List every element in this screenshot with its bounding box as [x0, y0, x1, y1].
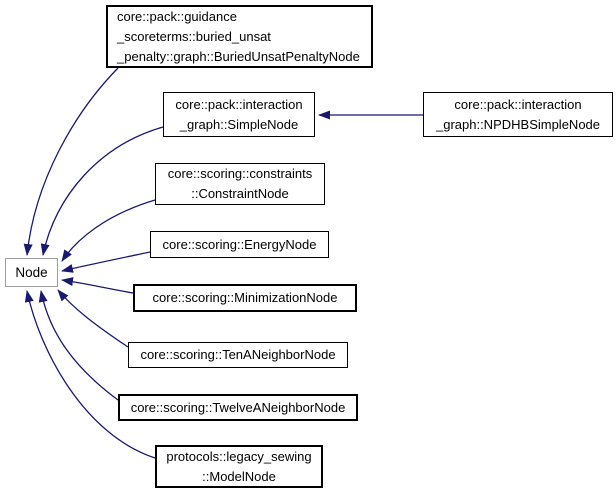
class-label-line: protocols::legacy_sewing [166, 448, 312, 464]
class-box-node: Node [5, 258, 58, 287]
class-box-energynode[interactable]: core::scoring::EnergyNode [150, 231, 329, 258]
class-label-line: ::ModelNode [202, 468, 276, 484]
class-label-line: core::pack::interaction [175, 96, 303, 112]
class-box-modelnode[interactable]: protocols::legacy_sewing ::ModelNode [155, 445, 323, 488]
class-label-line: _graph::NPDHBSimpleNode [435, 116, 601, 132]
class-label-line: _scoreterms::buried_unsat [117, 28, 271, 44]
edge-twelveaneighbornode-to-node [38, 290, 119, 401]
class-box-simplenode[interactable]: core::pack::interaction _graph::SimpleNo… [163, 92, 315, 137]
class-label-line: ::ConstraintNode [191, 186, 289, 201]
class-box-twelveaneighbornode[interactable]: core::scoring::TwelveANeighborNode [118, 394, 358, 421]
edge-minimizationnode-to-node [61, 277, 134, 294]
class-label-line: core::scoring::constraints [167, 166, 313, 181]
class-box-constraintnode[interactable]: core::scoring::constraints ::ConstraintN… [155, 163, 325, 205]
class-label-line: core::scoring::TenANeighborNode [140, 347, 336, 362]
class-box-buriedunsatpenaltynode[interactable]: core::pack::guidance _scoreterms::buried… [106, 5, 373, 68]
edge-modelnode-to-node [24, 290, 156, 459]
edge-simplenode-to-node [40, 126, 164, 256]
class-box-tenaneighbornode[interactable]: core::scoring::TenANeighborNode [128, 342, 348, 368]
class-label: Node [15, 264, 48, 280]
class-label-line: core::scoring::MinimizationNode [152, 290, 338, 305]
class-label-line: core::pack::interaction [454, 96, 582, 112]
class-label-line: core::pack::guidance [117, 8, 237, 24]
class-label-line: core::scoring::EnergyNode [162, 236, 317, 252]
class-label-line: _penalty::graph::BuriedUnsatPenaltyNode [117, 48, 360, 64]
class-label-line: _graph::SimpleNode [179, 116, 299, 132]
class-box-minimizationnode[interactable]: core::scoring::MinimizationNode [133, 284, 357, 312]
edge-constraintnode-to-node [61, 199, 156, 262]
class-box-npdhbsimplenode[interactable]: core::pack::interaction _graph::NPDHBSim… [423, 92, 613, 137]
edge-energynode-to-node [61, 251, 151, 273]
class-label-line: core::scoring::TwelveANeighborNode [130, 399, 346, 415]
edge-buriedunsatpenaltynode-to-node [23, 67, 119, 256]
edge-tenaneighbornode-to-node [57, 289, 129, 348]
